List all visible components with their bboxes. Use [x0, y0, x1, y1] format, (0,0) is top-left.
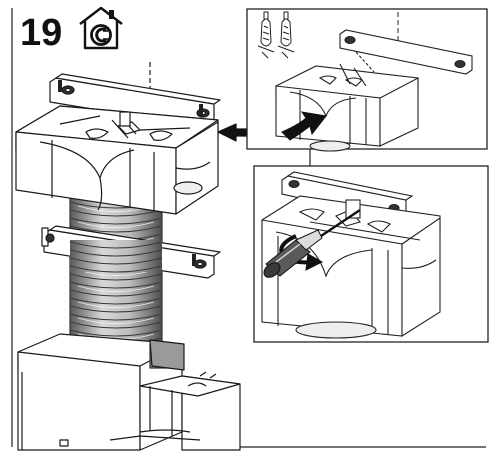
- main-illustration: [15, 62, 253, 451]
- duct-adapter-top: [15, 105, 219, 215]
- step-number: 19: [20, 12, 63, 54]
- flexible-duct-hose: [69, 195, 163, 357]
- top-mounting-bracket: [49, 73, 221, 129]
- push-arrow-icon: [281, 111, 327, 141]
- house-recirculation-c-icon: [79, 6, 123, 50]
- inset-panel-duct-mounting: [246, 8, 488, 152]
- hood-body: [17, 333, 241, 451]
- inset-bracket: [339, 29, 473, 75]
- screwdriver-icon: [263, 209, 361, 278]
- inset-panel-screw-fastening: [253, 165, 489, 343]
- wall-plug-icon: [257, 11, 295, 59]
